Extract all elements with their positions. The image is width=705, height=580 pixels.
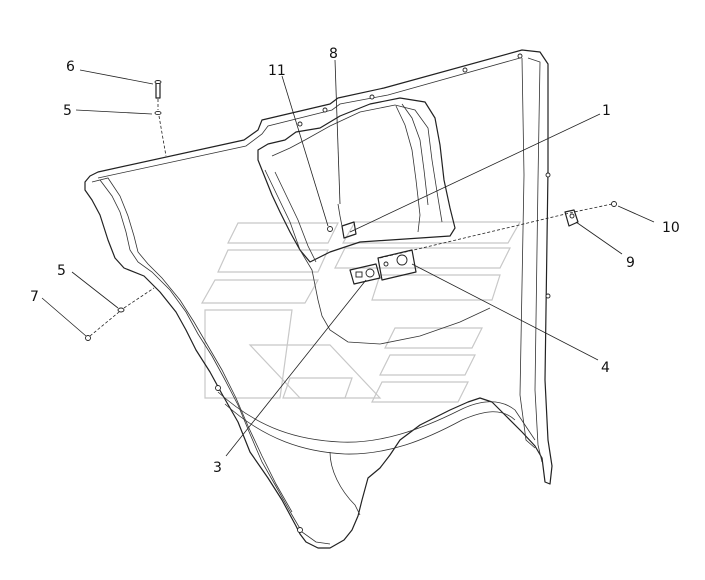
- bolt-part-6: [154, 80, 162, 99]
- callout-3: 3: [213, 460, 222, 476]
- assembly-line-right: [379, 203, 613, 259]
- callout-8: 8: [329, 46, 338, 62]
- bracket-part-9: [564, 209, 579, 227]
- callout-9: 9: [626, 255, 635, 271]
- nut-part-10: [611, 201, 617, 207]
- assembly-line-top: [157, 99, 167, 157]
- side-panel-assembly: [84, 49, 553, 549]
- bolt-part-7: [85, 335, 91, 341]
- callout-11: 11: [268, 63, 286, 79]
- assembly-line-left: [89, 287, 155, 337]
- switch-plate-right: [377, 249, 417, 281]
- leader-lines: [41, 59, 655, 457]
- callout-7: 7: [30, 289, 39, 305]
- switch-plate-left: [349, 263, 381, 285]
- washer-part-5-left: [117, 307, 125, 313]
- callout-labels: 6 5 11 8 1 10 9 4 3 5 7: [30, 46, 680, 476]
- callout-10: 10: [662, 220, 680, 236]
- callout-5-left: 5: [57, 263, 66, 279]
- callout-4: 4: [601, 360, 610, 376]
- callout-1: 1: [602, 103, 611, 119]
- fastener-part-11: [327, 226, 333, 232]
- callout-5-top: 5: [63, 103, 72, 119]
- bracket-part-8: [337, 203, 357, 239]
- watermark-logo-icon: [200, 221, 522, 403]
- callout-6: 6: [66, 59, 75, 75]
- washer-part-5-top: [154, 110, 162, 116]
